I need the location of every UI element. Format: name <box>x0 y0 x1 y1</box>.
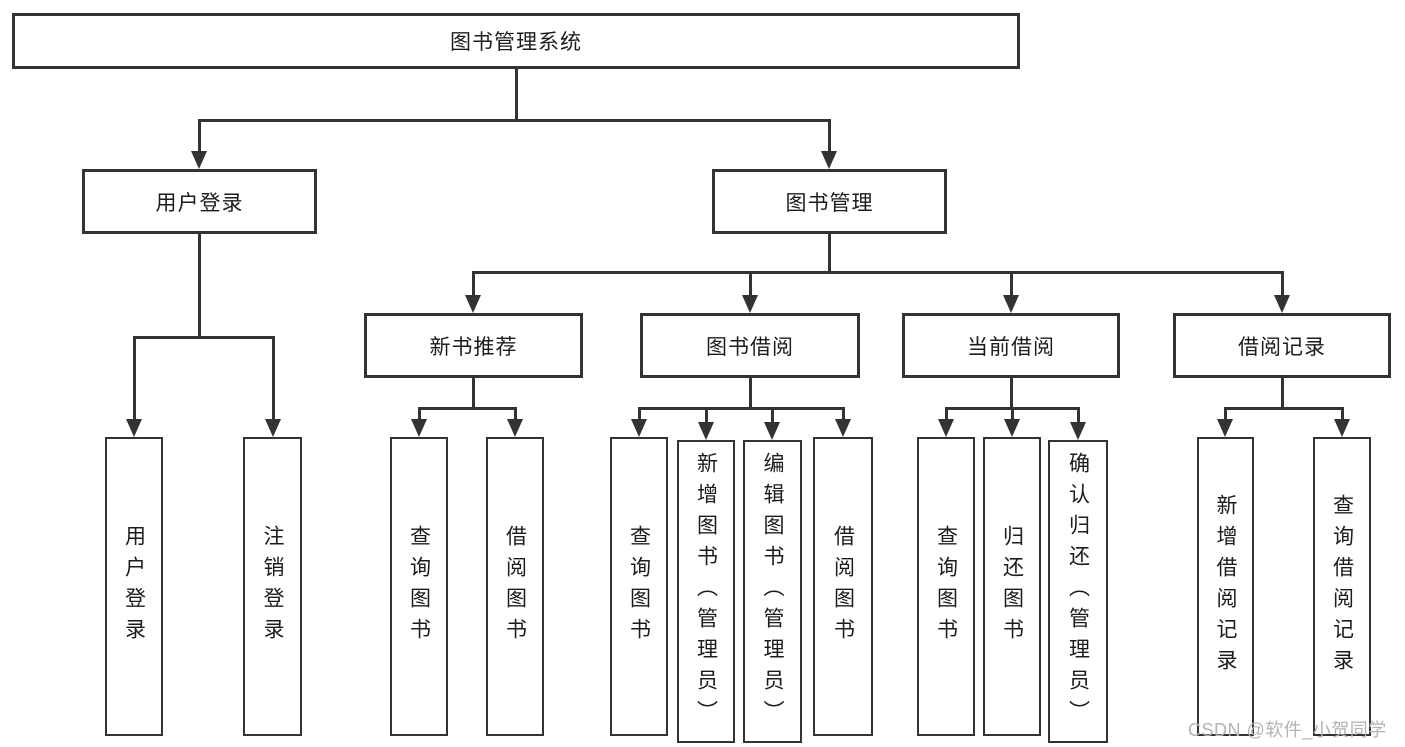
connector-hline <box>472 271 1284 274</box>
connector-vline <box>771 407 774 424</box>
connector-vline <box>472 376 475 410</box>
arrowhead-down-icon <box>938 419 954 437</box>
connector-vline <box>472 271 475 297</box>
connector-vline <box>638 407 641 421</box>
leaf-edit-books-admin: 编辑图书（管理员） <box>743 440 802 743</box>
connector-vline <box>418 407 421 421</box>
connector-vline <box>1011 407 1014 421</box>
connector-vline <box>828 232 831 274</box>
node-book-management: 图书管理 <box>712 169 947 234</box>
leaf-return-books-label: 归还图书 <box>1000 524 1024 649</box>
arrowhead-down-icon <box>465 295 481 313</box>
connector-vline <box>705 407 708 424</box>
node-library-management-system-label: 图书管理系统 <box>450 31 582 54</box>
leaf-add-books-admin-label: 新增图书（管理员） <box>694 452 718 731</box>
arrowhead-down-icon <box>411 419 427 437</box>
leaf-borrow-query-books: 查询图书 <box>610 437 668 736</box>
leaf-query-borrow-record-label: 查询借阅记录 <box>1330 493 1354 680</box>
connector-vline <box>945 407 948 421</box>
node-book-borrow-label: 图书借阅 <box>706 335 794 359</box>
leaf-recommend-borrow-books: 借阅图书 <box>486 437 544 736</box>
connector-hline <box>418 407 517 410</box>
connector-hline <box>1224 407 1344 410</box>
arrowhead-down-icon <box>126 419 142 437</box>
connector-vline <box>1077 407 1080 424</box>
connector-hline <box>198 119 831 122</box>
connector-vline <box>514 407 517 421</box>
node-book-borrow: 图书借阅 <box>640 313 860 378</box>
connector-vline <box>1341 407 1344 421</box>
node-borrow-record: 借阅记录 <box>1173 313 1391 378</box>
leaf-recommend-query-books: 查询图书 <box>390 437 448 736</box>
connector-vline <box>515 69 518 121</box>
arrowhead-down-icon <box>698 422 714 440</box>
connector-vline <box>749 376 752 410</box>
connector-vline <box>842 407 845 421</box>
connector-vline <box>1281 376 1284 410</box>
leaf-edit-books-admin-label: 编辑图书（管理员） <box>761 452 784 731</box>
leaf-recommend-borrow-books-label: 借阅图书 <box>503 524 527 649</box>
arrowhead-down-icon <box>191 151 207 169</box>
arrowhead-down-icon <box>1217 419 1233 437</box>
connector-vline <box>1281 271 1284 297</box>
leaf-user-login: 用户登录 <box>105 437 163 736</box>
leaf-confirm-return-admin: 确认归还（管理员） <box>1048 440 1108 743</box>
leaf-add-books-admin: 新增图书（管理员） <box>677 440 735 743</box>
arrowhead-down-icon <box>835 419 851 437</box>
connector-vline <box>198 119 201 153</box>
arrowhead-down-icon <box>1003 295 1019 313</box>
node-borrow-record-label: 借阅记录 <box>1238 335 1326 359</box>
leaf-add-borrow-record-label: 新增借阅记录 <box>1214 493 1237 680</box>
node-new-book-recommend-label: 新书推荐 <box>429 335 518 359</box>
arrowhead-down-icon <box>764 422 780 440</box>
leaf-recommend-query-books-label: 查询图书 <box>407 524 431 649</box>
arrowhead-down-icon <box>1004 419 1020 437</box>
connector-hline <box>945 407 1080 410</box>
leaf-current-query-books: 查询图书 <box>917 437 975 736</box>
leaf-logout-label: 注销登录 <box>261 524 284 649</box>
leaf-logout: 注销登录 <box>243 437 302 736</box>
leaf-query-borrow-record: 查询借阅记录 <box>1313 437 1371 736</box>
connector-vline <box>1010 271 1013 297</box>
node-user-login-label: 用户登录 <box>155 191 244 215</box>
connector-vline <box>828 119 831 153</box>
leaf-confirm-return-admin-label: 确认归还（管理员） <box>1066 452 1090 731</box>
connector-vline <box>1010 376 1013 410</box>
arrowhead-down-icon <box>1274 295 1290 313</box>
arrowhead-down-icon <box>1334 419 1350 437</box>
connector-vline <box>749 271 752 297</box>
connector-hline <box>638 407 845 410</box>
connector-vline <box>198 232 201 339</box>
arrowhead-down-icon <box>821 151 837 169</box>
connector-vline <box>272 336 275 421</box>
node-user-login: 用户登录 <box>82 169 317 234</box>
leaf-current-query-books-label: 查询图书 <box>934 524 958 649</box>
leaf-borrow-query-books-label: 查询图书 <box>627 524 651 649</box>
connector-vline <box>1224 407 1227 421</box>
arrowhead-down-icon <box>1070 422 1086 440</box>
arrowhead-down-icon <box>265 419 281 437</box>
leaf-add-borrow-record: 新增借阅记录 <box>1197 437 1254 736</box>
node-library-management-system: 图书管理系统 <box>12 13 1020 69</box>
leaf-borrow-books-label: 借阅图书 <box>831 524 855 649</box>
leaf-return-books: 归还图书 <box>983 437 1041 736</box>
leaf-user-login-label: 用户登录 <box>122 524 146 649</box>
leaf-borrow-books: 借阅图书 <box>813 437 873 736</box>
connector-vline <box>133 336 136 421</box>
node-new-book-recommend: 新书推荐 <box>364 313 583 378</box>
node-current-borrow: 当前借阅 <box>902 313 1120 378</box>
arrowhead-down-icon <box>742 295 758 313</box>
arrowhead-down-icon <box>507 419 523 437</box>
node-current-borrow-label: 当前借阅 <box>967 335 1055 359</box>
csdn-watermark: CSDN @软件_小贺同学 <box>1188 720 1387 740</box>
connector-hline <box>133 336 275 339</box>
node-book-management-label: 图书管理 <box>785 191 874 215</box>
arrowhead-down-icon <box>631 419 647 437</box>
